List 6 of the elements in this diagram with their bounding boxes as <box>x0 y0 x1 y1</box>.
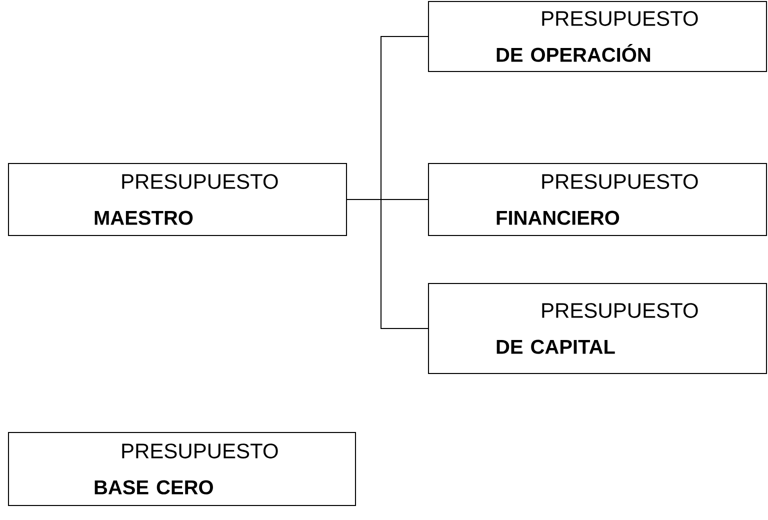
budget-box: PRESUPUESTO MAESTRO <box>8 163 347 236</box>
budget-box: PRESUPUESTO DE OPERACIÓN <box>428 1 767 72</box>
budget-box: PRESUPUESTO BASE CERO <box>8 432 356 506</box>
budget-box: PRESUPUESTO DE CAPITAL <box>428 283 767 374</box>
connector-line <box>346 199 428 329</box>
budget-box: PRESUPUESTO FINANCIERO <box>428 163 767 236</box>
